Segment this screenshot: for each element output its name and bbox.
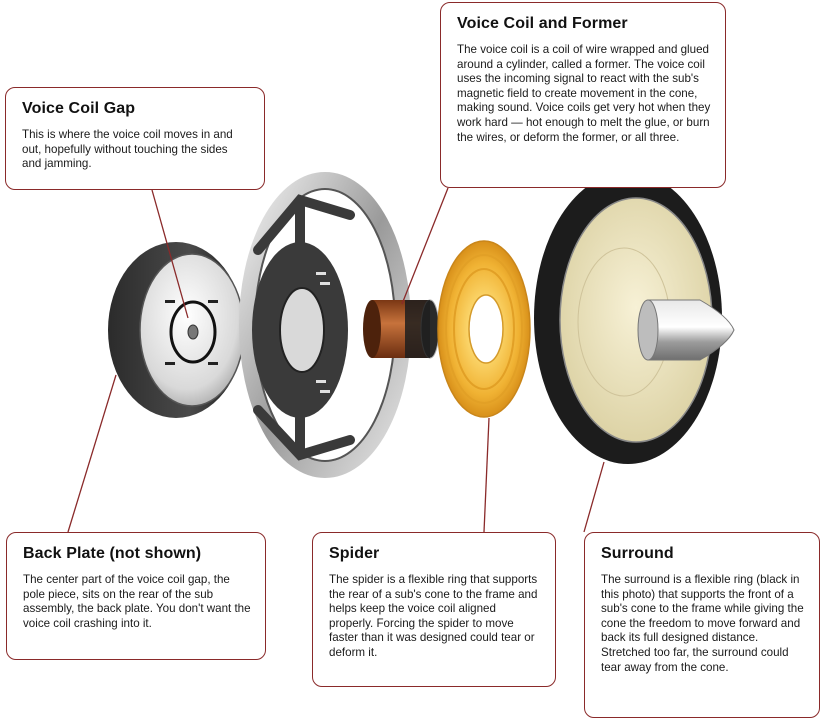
callout-surround: Surround The surround is a flexible ring… — [584, 532, 820, 718]
callout-text: The surround is a flexible ring (black i… — [601, 573, 804, 674]
spider-corrugation — [445, 254, 523, 404]
callout-title: Surround — [601, 545, 674, 562]
leader-line-back-plate — [67, 374, 117, 533]
spider-center-hole — [468, 294, 504, 364]
leader-line-spider — [483, 417, 490, 533]
spider-corrugation — [453, 268, 515, 390]
frame-spokes — [253, 194, 355, 461]
dust-cap-bullet — [647, 299, 735, 361]
bolt-mark — [165, 362, 175, 365]
frame-vents — [316, 272, 330, 393]
bolt-mark — [208, 300, 218, 303]
callout-voice-coil-former: Voice Coil and Former The voice coil is … — [440, 2, 726, 188]
callout-text: The spider is a flexible ring that suppo… — [329, 573, 538, 659]
callout-text: The voice coil is a coil of wire wrapped… — [457, 43, 711, 144]
callout-title: Spider — [329, 545, 380, 562]
callout-voice-coil-gap: Voice Coil Gap This is where the voice c… — [5, 87, 265, 190]
callout-text: The center part of the voice coil gap, t… — [23, 573, 251, 630]
voice-coil-former — [405, 300, 430, 358]
pole-piece — [187, 324, 199, 340]
bolt-mark — [208, 362, 218, 365]
frame-center-opening — [279, 287, 325, 373]
leader-line-voice-coil-former — [401, 187, 449, 305]
cone-and-surround — [534, 172, 722, 464]
callout-back-plate: Back Plate (not shown) The center part o… — [6, 532, 266, 660]
speaker-frame — [239, 172, 411, 478]
callout-title: Voice Coil Gap — [22, 100, 136, 117]
voice-coil-back-edge — [363, 300, 381, 358]
dust-cap-base — [637, 299, 659, 361]
leader-line-surround — [583, 461, 605, 533]
voice-coil — [363, 299, 440, 359]
callout-spider: Spider The spider is a flexible ring tha… — [312, 532, 556, 687]
callout-title: Back Plate (not shown) — [23, 545, 202, 562]
leader-line-voice-coil-gap — [151, 189, 189, 319]
callout-text: This is where the voice coil moves in an… — [22, 128, 233, 171]
bolt-mark — [165, 300, 175, 303]
dust-cap — [637, 299, 735, 361]
magnet-assembly — [108, 242, 245, 418]
callout-title: Voice Coil and Former — [457, 15, 628, 32]
voice-coil-gap-ring — [169, 300, 217, 364]
spider — [437, 240, 531, 418]
leader-lines — [67, 187, 605, 533]
